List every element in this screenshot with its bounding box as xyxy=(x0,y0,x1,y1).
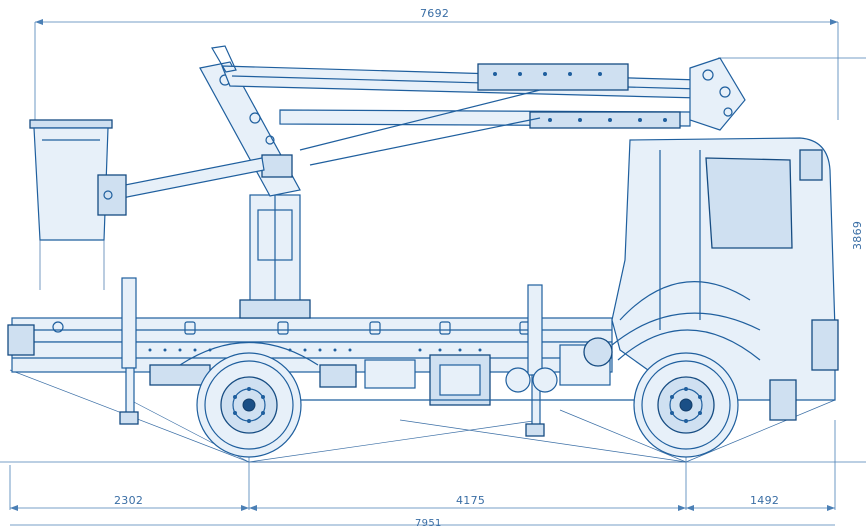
chassis xyxy=(7,317,613,373)
ground-rays xyxy=(9,369,836,463)
rear-wheel xyxy=(196,352,302,458)
turret-pedestal xyxy=(239,194,311,319)
cab xyxy=(611,137,839,421)
total-length-label: 7951 xyxy=(415,518,442,529)
front-overhang-label: 2302 xyxy=(114,494,144,507)
boom xyxy=(109,45,746,201)
front-wheel-arch xyxy=(617,329,761,361)
rear-wheel-arch xyxy=(179,342,319,366)
bucket xyxy=(29,119,127,290)
overall-length-label: 7692 xyxy=(420,7,450,20)
height-label: 3869 xyxy=(851,220,864,250)
wheelbase-label: 4175 xyxy=(456,494,486,507)
drivetrain xyxy=(149,337,640,406)
rear-overhang-label: 1492 xyxy=(750,494,780,507)
front-wheel xyxy=(633,352,739,458)
